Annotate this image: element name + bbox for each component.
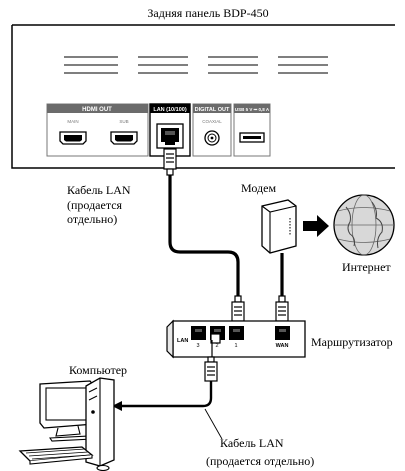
vent-slots [64,56,328,74]
modem-to-internet-arrow [303,215,329,237]
usb-port [239,132,265,143]
diagram-title: Задняя панель BDP-450 [147,6,268,20]
lan-cable-top-label-3: отдельно) [67,212,117,226]
lan-ethernet-port [156,123,184,149]
lan-plug-panel [163,148,177,176]
hdmi-main-port [59,131,87,145]
modem-label: Модем [241,181,276,195]
computer-icon [18,377,115,471]
coaxial-label: COAXIAL [202,119,222,124]
hdmi-sub-port [110,131,138,145]
lan-group-label: LAN (10/100) [153,107,186,113]
router-port-1-label: 1 [234,343,237,349]
router-wan-label: WAN [276,343,289,349]
digital-out-group: DIGITAL OUT COAXIAL [192,103,232,157]
usb-label: USB 5 V ⎓ 0,8 A [235,107,270,112]
computer-label: Компьютер [69,363,127,377]
hdmi-out-label: HDMI OUT [82,107,112,113]
router-lan-label: LAN [177,338,188,344]
wan-plug-router [275,295,289,322]
rear-panel: HDMI OUT MAIN SUB LAN (10/100) [11,24,395,169]
router-icon [166,319,306,359]
lan-port-group: LAN (10/100) [149,103,191,157]
lan-plug-router-port2 [204,333,221,382]
lan-cable-router-to-computer [122,381,213,408]
hdmi-main-label: MAIN [67,119,78,124]
cable-arrowhead [112,401,122,411]
router-label: Маршрутизатор [311,335,393,349]
lan-cable-panel-to-router [168,175,240,300]
lan-cable-bottom-label-1: Кабель LAN [220,436,284,450]
digital-out-label: DIGITAL OUT [195,107,230,113]
internet-label: Интернет [342,260,391,274]
hdmi-sub-label: SUB [119,119,128,124]
hdmi-out-group: HDMI OUT MAIN SUB [46,103,149,157]
router-port-3 [191,326,206,340]
router-port-2-label: 2 [215,343,218,349]
router-port-1 [229,326,244,340]
lan-cable-top-label-2: (продается [67,198,123,212]
lan-plug-router-port1 [231,295,245,322]
internet-globe-icon [333,194,395,256]
usb-group: USB 5 V ⎓ 0,8 A [233,103,271,157]
label-leader-line [204,408,223,440]
router-port-wan [275,326,290,340]
lan-cable-top-label-1: Кабель LAN [67,183,131,197]
modem-icon [261,199,297,254]
router-port-3-label: 3 [196,343,199,349]
coaxial-port [204,130,220,146]
lan-cable-bottom-label-2: (продается отдельно) [206,454,314,468]
